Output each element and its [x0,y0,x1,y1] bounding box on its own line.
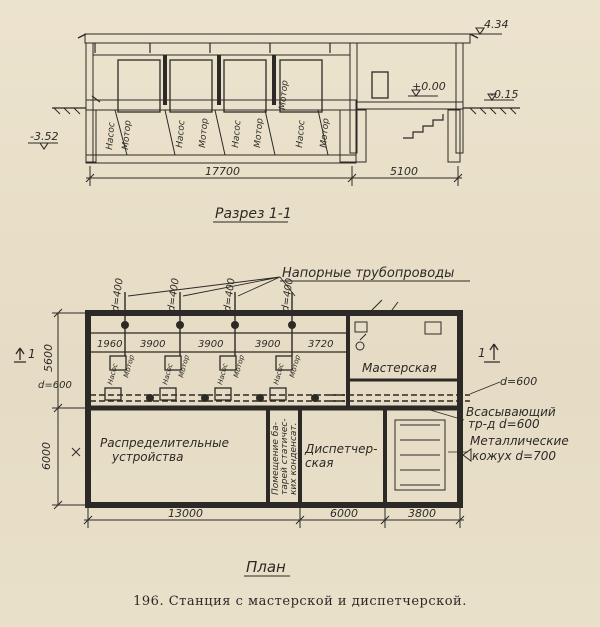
plan-motor-label: Мотор [288,354,302,379]
condenser-room-label-2: тарей статичес- [280,418,290,495]
figure-caption: 196. Станция с мастерской и диспетчерско… [133,594,467,609]
plan-title: План [246,558,286,576]
dim-3720: 3720 [308,339,333,350]
section-mark-left: 1 [28,347,36,361]
plan-pump-label: Насос [272,363,285,386]
pipe-diameter: d=400 [222,277,238,312]
dim-3900: 3900 [255,339,280,350]
dim-3900: 3900 [198,339,223,350]
dispatch-label-2: ская [305,456,333,470]
section-drawing: Насос Мотор Насос Мотор Насос Мотор Мото… [28,18,520,223]
dim-3900: 3900 [140,339,165,350]
elevation-ground: -0.15 [490,88,518,101]
plan-motor-label: Мотор [232,354,246,379]
section-label: Насос [295,120,307,149]
section-title: Разрез 1-1 [215,206,292,222]
pipe-diameter: d=400 [166,277,182,312]
casing-label: Металлические [470,434,569,448]
pressure-pipes-label: Напорные трубопроводы [282,266,454,281]
elevation-floor: +0.00 [412,80,446,93]
section-label: Насос [175,120,187,149]
dim-6000: 6000 [330,507,358,520]
plan-drawing: Напорные трубопроводы d=400 d=400 d=400 … [14,266,569,577]
workshop-label: Мастерская [362,361,437,375]
pipe-diameter: d=400 [110,277,126,312]
section-label: Мотор [253,117,266,148]
elevation-bottom: -3.52 [30,130,58,143]
pipe-diameter: d=400 [280,277,296,312]
casing-diameter: кожух d=700 [472,449,556,463]
dim-5600: 5600 [42,344,55,372]
plan-motor-label: Мотор [177,354,191,379]
section-label: Насос [231,120,243,149]
plan-pump-label: Насос [216,363,229,386]
plan-pump-label: Насос [106,363,119,386]
condenser-room-label: Помещение ба- [271,422,281,495]
plan-motor-label: Мотор [122,354,136,379]
switchgear-label: Распределительные [100,436,229,450]
suction-diameter: тр-д d=600 [468,417,540,431]
dim-1960: 1960 [97,339,122,350]
section-label: Мотор [198,117,211,148]
section-label: Мотор [121,119,134,150]
left-pipe-diameter: d=600 [38,380,72,391]
dim-6000: 6000 [40,442,53,470]
dim-5100: 5100 [390,165,418,178]
section-label: Мотор [278,79,291,110]
condenser-room-label-3: ких конденсат. [289,422,299,495]
dim-13000: 13000 [168,507,203,520]
dim-3800: 3800 [408,507,436,520]
plan-pump-label: Насос [161,363,174,386]
right-pipe-diameter: d=600 [500,375,537,388]
switchgear-label-2: устройства [111,450,183,464]
dispatch-label: Диспетчер- [304,442,377,456]
elevation-top: 4.34 [484,18,509,31]
dim-17700: 17700 [205,165,240,178]
suction-label: Всасывающий [466,405,556,419]
section-mark-right: 1 [478,346,486,360]
section-label: Мотор [319,117,332,148]
section-label: Насос [105,122,117,151]
